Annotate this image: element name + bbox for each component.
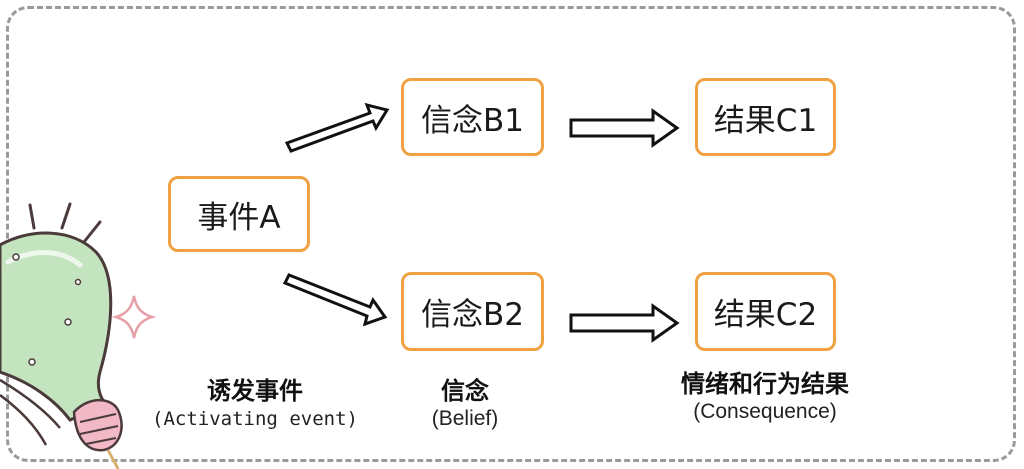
arrow-a-to-b2 bbox=[282, 273, 388, 327]
arrow-b1-to-c1 bbox=[569, 108, 680, 148]
node-belief-b1: 信念B1 bbox=[401, 78, 544, 156]
node-result-c1: 结果C1 bbox=[695, 78, 836, 156]
arrow-a-to-b1 bbox=[284, 102, 390, 153]
sparkle-icon bbox=[111, 295, 157, 339]
label-belief-zh: 信念 bbox=[441, 377, 489, 405]
label-activating-en: (Activating event) bbox=[152, 408, 358, 430]
node-result-c2: 结果C2 bbox=[695, 272, 836, 351]
label-consequence-zh: 情绪和行为结果 bbox=[681, 370, 849, 398]
light-bulb-icon bbox=[0, 202, 123, 469]
arrow-b2-to-c2 bbox=[569, 303, 680, 343]
label-activating-event: 诱发事件 (Activating event) bbox=[130, 376, 380, 432]
label-activating-zh: 诱发事件 bbox=[207, 377, 303, 405]
node-event-a: 事件A bbox=[168, 176, 310, 252]
label-belief: 信念 (Belief) bbox=[400, 376, 530, 432]
label-belief-en: (Belief) bbox=[431, 407, 499, 430]
dashed-frame bbox=[6, 6, 1016, 462]
node-belief-b2: 信念B2 bbox=[401, 272, 544, 351]
label-consequence: 情绪和行为结果 (Consequence) bbox=[640, 369, 890, 425]
label-consequence-en: (Consequence) bbox=[693, 400, 837, 423]
